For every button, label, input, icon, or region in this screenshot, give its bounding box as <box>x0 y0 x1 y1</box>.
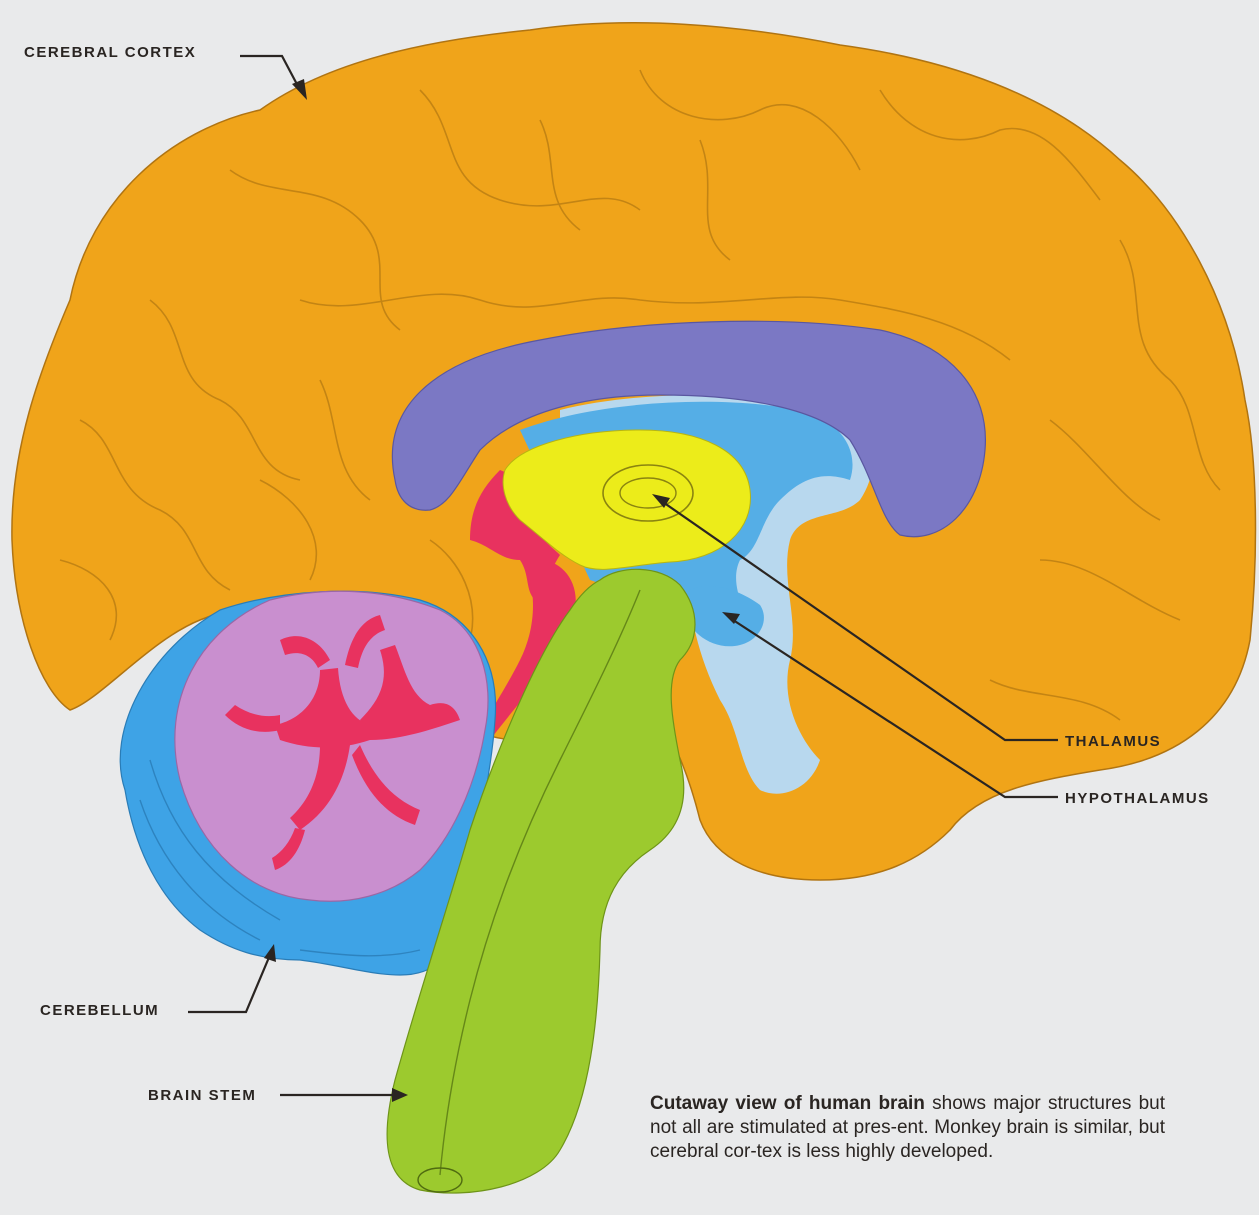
cerebral-cortex-label: CEREBRAL CORTEX <box>24 44 196 61</box>
caption-lead: Cutaway view of human brain <box>650 1093 925 1114</box>
thalamus-label: THALAMUS <box>1065 733 1161 750</box>
caption: Cutaway view of human brain shows major … <box>650 1092 1165 1164</box>
brain-stem-label: BRAIN STEM <box>148 1087 256 1104</box>
cerebellum-label: CEREBELLUM <box>40 1002 159 1019</box>
cortex-leader <box>240 56 300 90</box>
hypothalamus-label: HYPOTHALAMUS <box>1065 790 1210 807</box>
cerebellum-leader <box>188 955 270 1012</box>
